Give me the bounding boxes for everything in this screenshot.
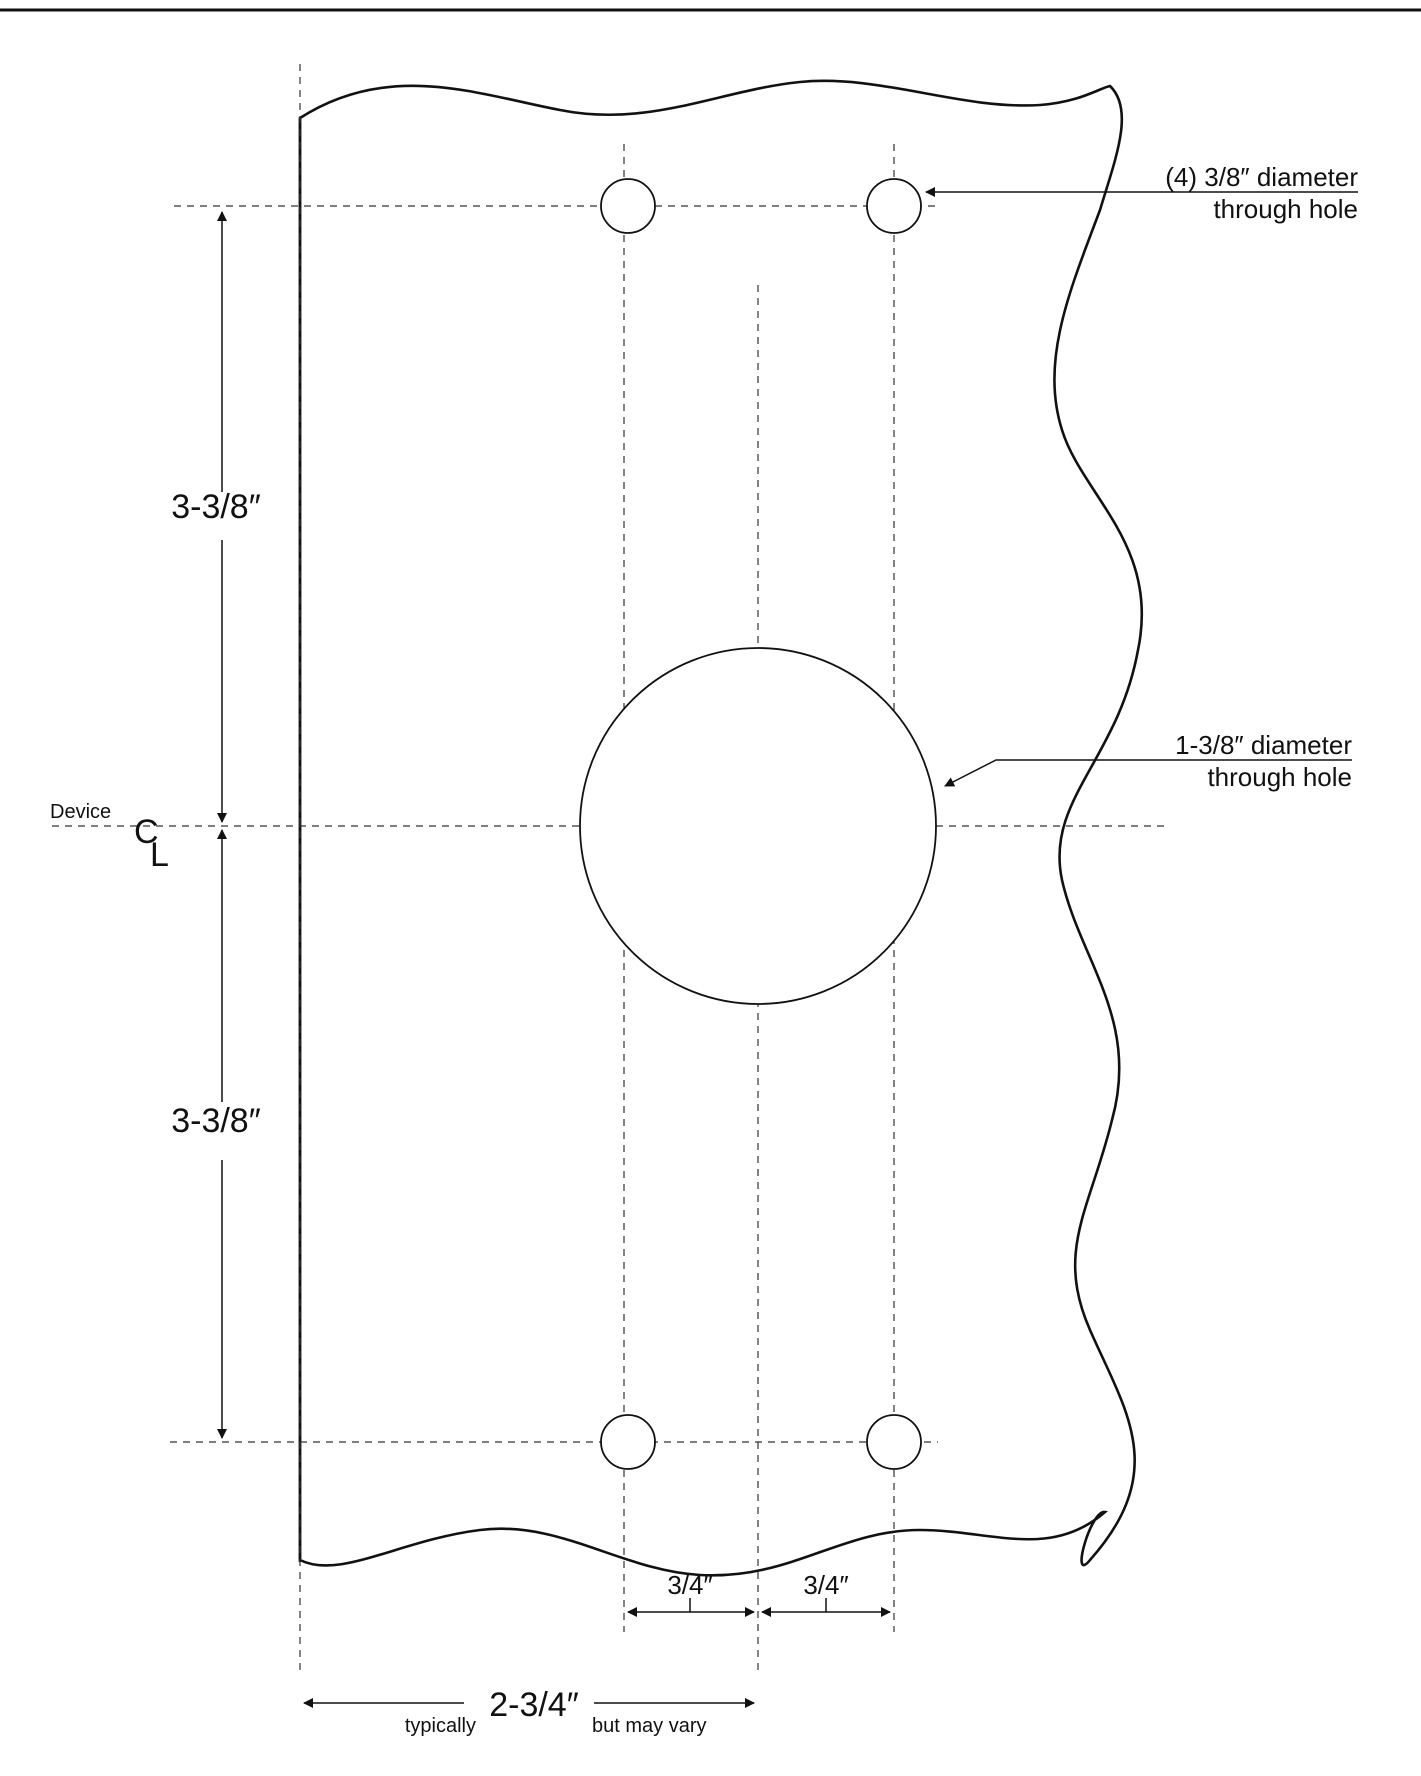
main-through-hole — [579, 647, 937, 1005]
main-hole-label-line1: 1-3/8″ diameter — [1175, 730, 1352, 760]
centerline-symbol-l: L — [150, 836, 169, 874]
right-hole-spacing-dimension: 3/4″ — [803, 1570, 848, 1600]
main-hole-leader-line — [944, 759, 1352, 787]
top-left-hole — [600, 178, 656, 234]
lower-vertical-dimension: 3-3/8″ — [171, 1102, 261, 1140]
backset-value: 2-3/4″ — [489, 1686, 579, 1724]
device-label: Device — [50, 801, 111, 823]
bottom-left-hole — [600, 1414, 656, 1470]
top-holes-label-line1: (4) 3/8″ diameter — [1165, 162, 1358, 192]
centerline-symbol-c: C — [134, 813, 159, 851]
bottom-right-hole — [866, 1414, 922, 1470]
main-hole-label-line2: through hole — [1207, 762, 1352, 792]
top-holes-label-line2: through hole — [1213, 194, 1358, 224]
top-right-hole — [866, 178, 922, 234]
backset-prefix: typically — [405, 1715, 476, 1737]
left-hole-spacing-dimension: 3/4″ — [667, 1570, 712, 1600]
backset-suffix: but may vary — [592, 1715, 706, 1737]
door-outline — [298, 79, 1144, 1577]
upper-vertical-dimension: 3-3/8″ — [171, 488, 261, 526]
